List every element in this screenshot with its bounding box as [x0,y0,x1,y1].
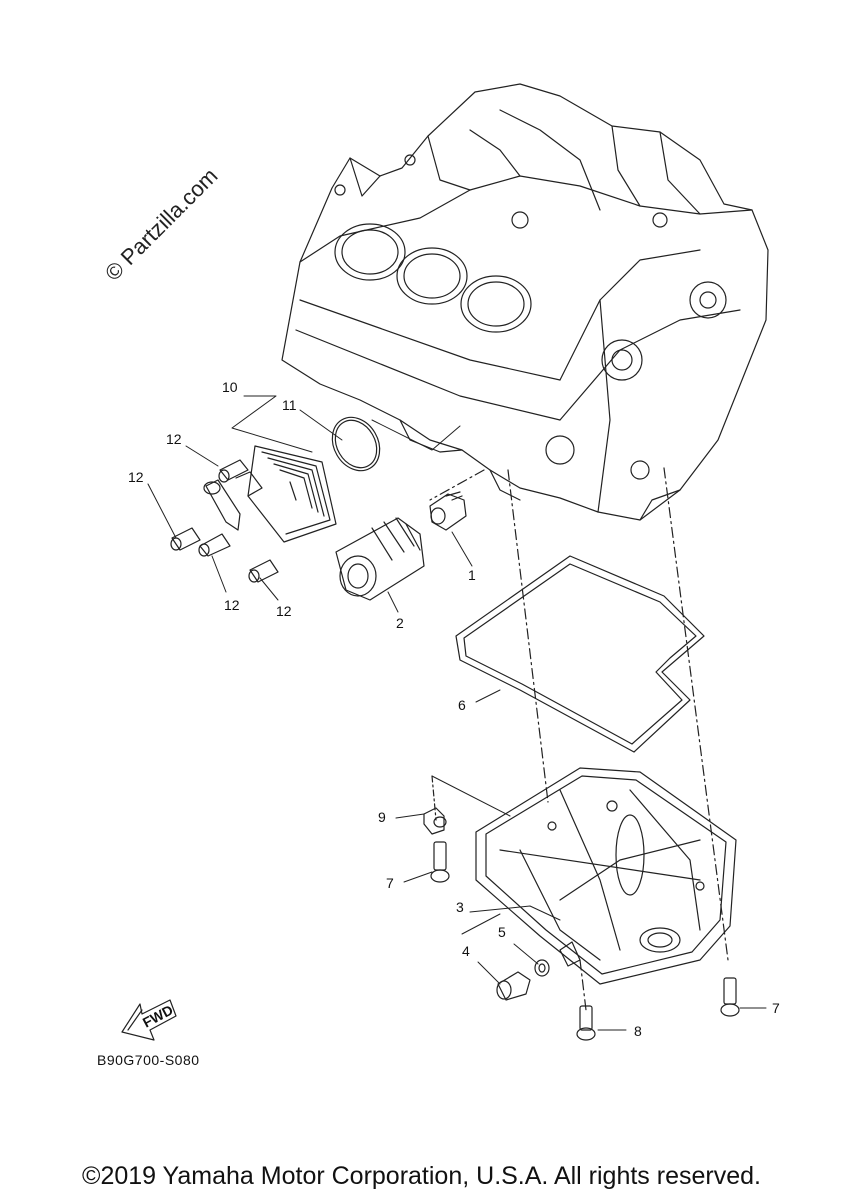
callout-12a: 12 [166,431,182,447]
cooler-bolts [170,459,279,583]
callout-12c: 12 [224,597,240,613]
o-ring [331,416,381,472]
cylinder-bore-3 [460,275,532,333]
diagram-code: B90G700-S080 [97,1052,200,1068]
engine-block [281,83,769,961]
callout-3: 3 [456,899,464,915]
union-bolt [429,491,467,531]
oil-filter [335,517,425,601]
oil-cooler [203,445,337,543]
copyright-notice: ©2019 Yamaha Motor Corporation, U.S.A. A… [82,1162,761,1190]
callout-7b: 7 [772,1000,780,1016]
callout-numbers: 1 2 3 4 5 6 7 7 8 9 10 11 12 12 12 12 [128,379,780,1039]
callout-2: 2 [396,615,404,631]
callout-7a: 7 [386,875,394,891]
callout-9: 9 [378,809,386,825]
callout-12b: 12 [128,469,144,485]
callout-11: 11 [282,397,297,413]
callout-10: 10 [222,379,238,395]
callout-12d: 12 [276,603,292,619]
callout-5: 5 [498,924,506,940]
callout-8: 8 [634,1023,642,1039]
callout-1: 1 [468,567,476,583]
cylinder-bore-1 [334,223,406,281]
callout-4: 4 [462,943,470,959]
callout-6: 6 [458,697,466,713]
oil-pan-bolts [423,807,740,1041]
cylinder-bore-2 [396,247,468,305]
oil-pan [431,767,737,1011]
leader-lines [147,395,767,1031]
oil-pan-gasket [455,555,705,753]
fwd-arrow-icon [121,999,177,1041]
